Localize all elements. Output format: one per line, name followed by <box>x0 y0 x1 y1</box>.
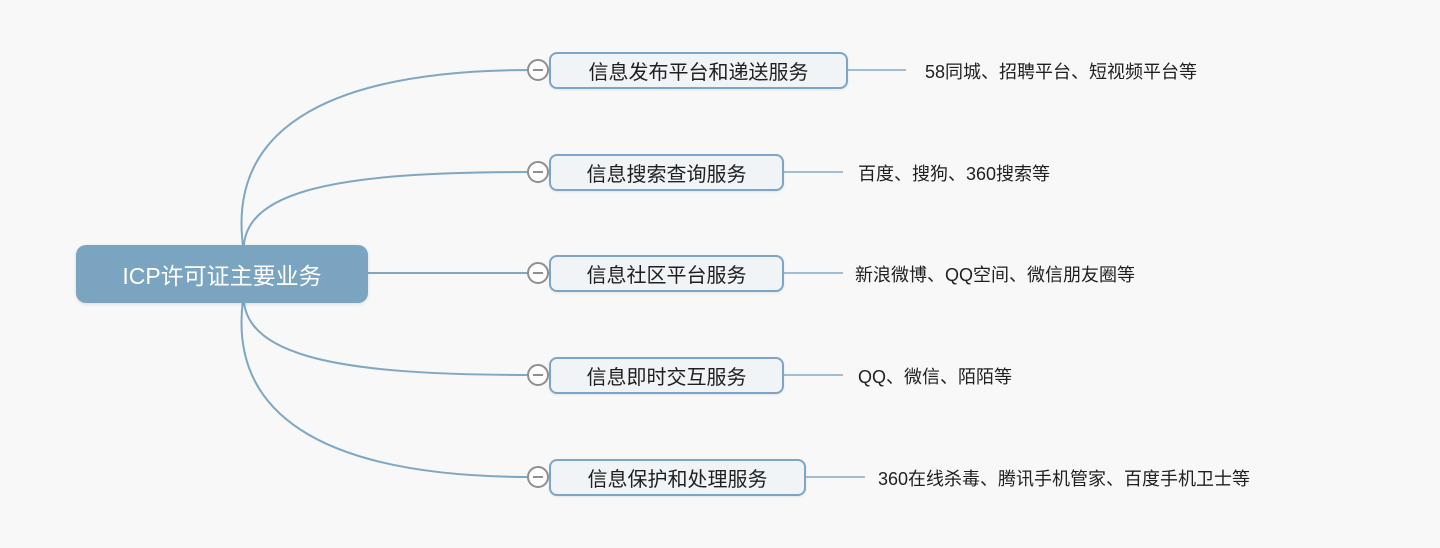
connector-root-branch-1 <box>240 69 533 269</box>
collapse-minus-icon[interactable] <box>527 364 549 386</box>
branch-topic-info-publish[interactable]: 信息发布平台和递送服务 <box>549 52 848 89</box>
branch-topic-instant-interaction[interactable]: 信息即时交互服务 <box>549 357 784 394</box>
collapse-minus-icon[interactable] <box>527 466 549 488</box>
connector-root-branch-5 <box>240 277 533 478</box>
collapse-minus-icon[interactable] <box>527 59 549 81</box>
branch-topic-info-community[interactable]: 信息社区平台服务 <box>549 255 784 292</box>
leaf-topic-info-search-examples[interactable]: 百度、搜狗、360搜索等 <box>858 163 1051 184</box>
connector-root-branch-4 <box>242 275 533 376</box>
connector-root-branch-2 <box>242 171 533 271</box>
collapse-minus-icon[interactable] <box>527 262 549 284</box>
leaf-topic-instant-interaction-examples[interactable]: QQ、微信、陌陌等 <box>858 366 1013 387</box>
collapse-minus-icon[interactable] <box>527 161 549 183</box>
branch-topic-info-protection[interactable]: 信息保护和处理服务 <box>549 459 806 496</box>
root-topic[interactable]: ICP许可证主要业务 <box>76 245 368 303</box>
branch-topic-info-search[interactable]: 信息搜索查询服务 <box>549 154 784 191</box>
leaf-topic-info-protection-examples[interactable]: 360在线杀毒、腾讯手机管家、百度手机卫士等 <box>878 468 1251 489</box>
leaf-topic-info-community-examples[interactable]: 新浪微博、QQ空间、微信朋友圈等 <box>855 264 1136 285</box>
leaf-topic-info-publish-examples[interactable]: 58同城、招聘平台、短视频平台等 <box>925 61 1198 82</box>
